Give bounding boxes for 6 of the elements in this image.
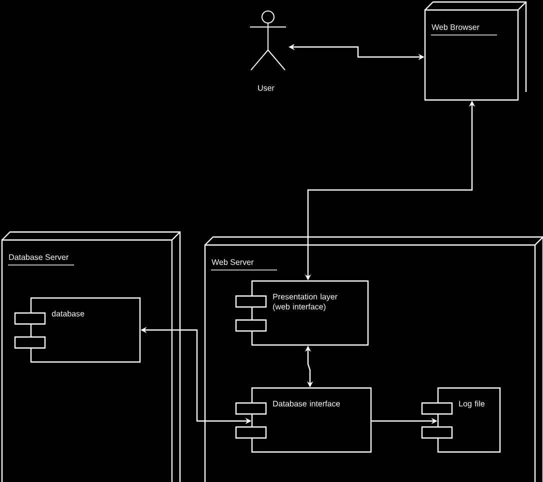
component-box: Database interface (235, 387, 372, 453)
actor-figure: User (250, 10, 286, 91)
component-box: Log file (421, 387, 501, 453)
node-box: Web Browser (424, 1, 527, 101)
component-box: Presentation layer (web interface) (235, 280, 369, 346)
component-box: database (14, 297, 141, 363)
